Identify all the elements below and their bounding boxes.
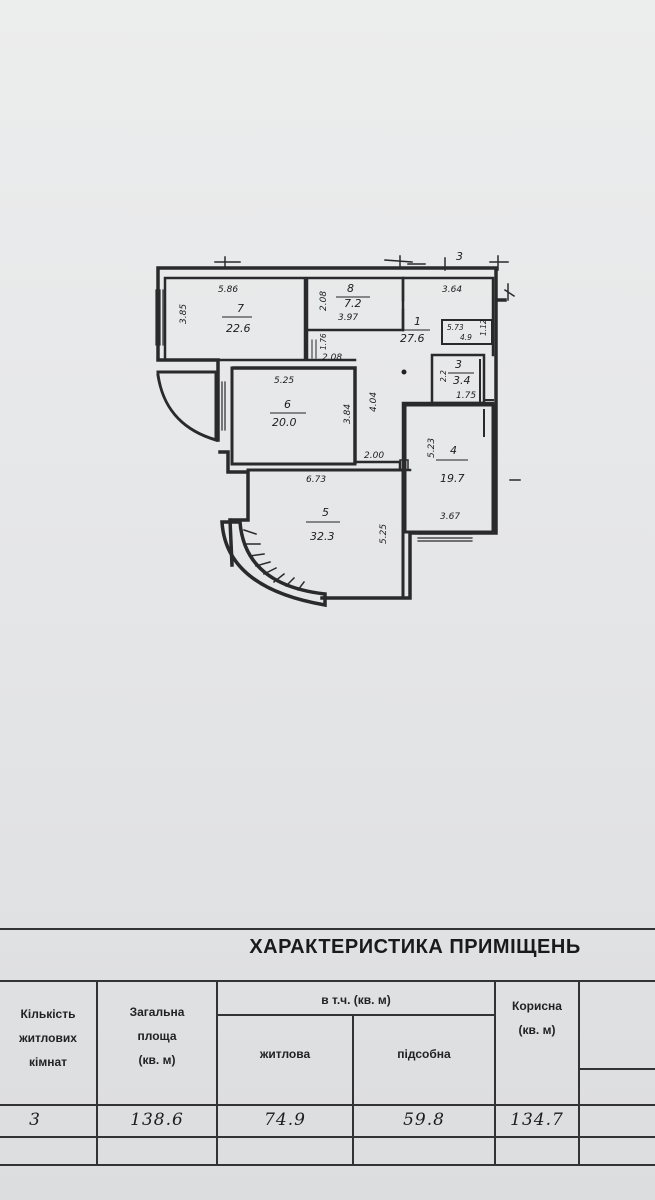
header-auxiliary: підсобна: [397, 1047, 451, 1061]
r6-height-dim: 3.84: [343, 404, 353, 424]
room-8-outline: [305, 276, 405, 332]
room-7-outline: [163, 276, 307, 362]
room-6-outline: [230, 366, 357, 466]
table-rule-values-bottom: [0, 1136, 655, 1138]
table-rule-header: [0, 980, 655, 982]
table-rule-values-top: [0, 1104, 655, 1106]
room-8-area: 7.2: [344, 297, 362, 310]
stair-marks: [214, 255, 521, 481]
r5-width-dim: 6.73: [306, 475, 326, 485]
room-5-area: 32.3: [310, 530, 335, 543]
table-rule-sub: [218, 1014, 494, 1016]
value-useful: 134.7: [510, 1110, 564, 1130]
value-total-area: 138.6: [130, 1110, 184, 1130]
room-5-number: 5: [322, 506, 329, 519]
table-col-3: [352, 1014, 354, 1164]
r4-width-dim: 3.67: [440, 512, 460, 522]
table-col-4: [494, 980, 496, 1164]
room-3-number: 3: [455, 358, 462, 371]
left-balcony: [156, 370, 218, 443]
outer-wall: [156, 266, 507, 600]
table-col-2: [216, 980, 218, 1164]
header-living: житлова: [259, 1047, 311, 1061]
room-6-area: 20.0: [272, 416, 297, 429]
room-6-number: 6: [284, 398, 291, 411]
stair-label: 3: [456, 250, 463, 263]
room-8-number: 8: [347, 282, 354, 295]
r7-height-dim: 3.85: [179, 304, 189, 324]
room-4-area: 19.7: [440, 472, 465, 485]
r6-width-dim: 5.25: [274, 376, 294, 386]
bay-window-hatch: [243, 529, 306, 592]
r2-side-dim: 1.12: [479, 319, 488, 336]
bay-window-arc: [220, 520, 327, 608]
corridor-h-dim: 4.04: [369, 392, 379, 412]
window-room-4: [417, 533, 473, 542]
room-7-area: 22.6: [226, 322, 251, 335]
table-rule-right: [578, 1068, 655, 1070]
value-rooms-count: 3: [29, 1110, 41, 1130]
drain-marker: [401, 369, 407, 375]
header-rooms-count: Кількість житлових кімнат: [19, 1007, 77, 1069]
r3-side-dim: 2.2: [439, 370, 448, 382]
room-2-number-dim: 5.73: [447, 323, 464, 332]
table-rule-bottom: [0, 1164, 655, 1166]
corridor-top-dim: 3.64: [442, 285, 462, 295]
value-living: 74.9: [264, 1110, 306, 1130]
opening-dim: 2.00: [364, 451, 384, 461]
room-2-outline: [441, 319, 493, 345]
corridor-side-dim: 1.76: [319, 333, 328, 350]
corridor-partitions: [479, 359, 494, 437]
room-1-number: 1: [414, 315, 421, 328]
r8-width-dim: 3.97: [338, 313, 358, 323]
floor-plan: 3 7 22.6 5.86 3.85 8 7.2 3.97 2.08 1 27.…: [155, 250, 521, 608]
r5-height-dim: 5.25: [379, 524, 389, 544]
column-marker: [399, 459, 409, 471]
table-col-1: [96, 980, 98, 1164]
table-col-5: [578, 980, 580, 1164]
r8-left-dim: 2.08: [319, 291, 329, 311]
corridor-walls: [305, 276, 495, 362]
value-auxiliary: 59.8: [403, 1110, 445, 1130]
header-useful: Корисна (кв. м): [512, 999, 562, 1037]
table-rule-top: [0, 928, 655, 930]
r3-width-dim: 1.75: [456, 391, 476, 401]
header-total-area: Загальна площа (кв. м): [129, 1005, 185, 1067]
r4-height-dim: 5.23: [427, 438, 437, 458]
room-1-area: 27.6: [400, 332, 425, 345]
window-room-6: [217, 381, 226, 431]
window-room-7: [155, 289, 164, 346]
room-2-area: 4.9: [460, 333, 472, 342]
room-4-number: 4: [450, 444, 457, 457]
wall-detail: [311, 339, 317, 359]
r7-width-dim: 5.86: [218, 285, 238, 295]
corridor-small-dim: 2.08: [322, 353, 342, 363]
header-including: в т.ч. (кв. м): [321, 993, 391, 1007]
room-3-area: 3.4: [453, 374, 471, 387]
table-title: ХАРАКТЕРИСТИКА ПРИМІЩЕНЬ: [249, 936, 581, 958]
room-7-number: 7: [237, 302, 244, 315]
